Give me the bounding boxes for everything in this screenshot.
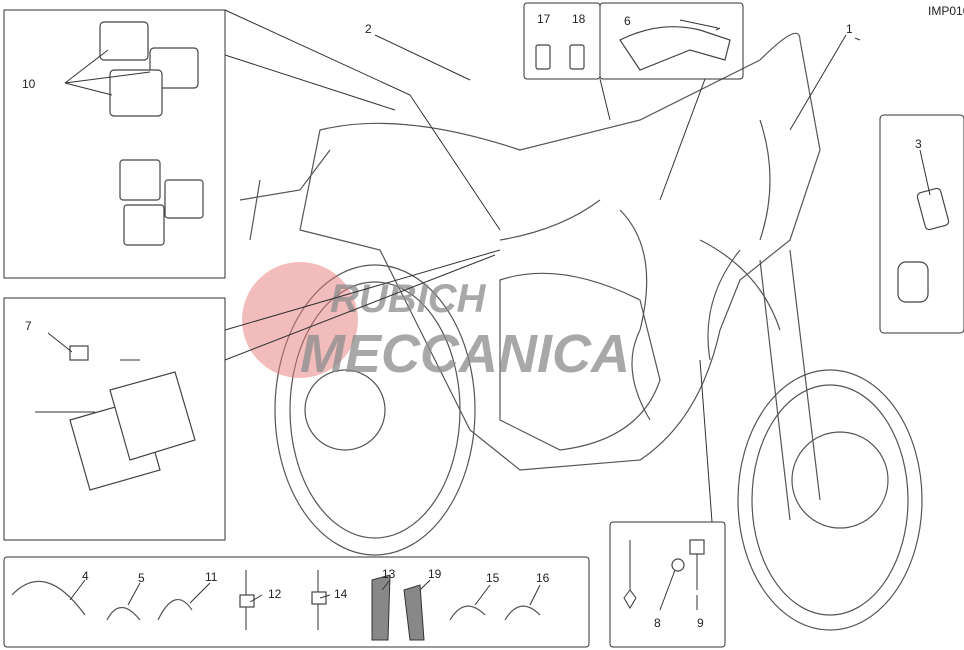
callout-15: 15 xyxy=(486,571,500,585)
sensor-box xyxy=(879,114,964,334)
callout-8: 8 xyxy=(654,616,661,630)
callout-12: 12 xyxy=(268,587,282,601)
callout-14: 14 xyxy=(334,587,348,601)
motorcycle-drawing xyxy=(239,32,923,631)
fuse-box xyxy=(3,249,501,541)
callout-2: 2 xyxy=(365,22,372,36)
diagram-code: IMP01635 xyxy=(928,4,964,18)
clips-box xyxy=(3,556,590,648)
ground-box xyxy=(609,359,726,648)
rear-brake-disc xyxy=(304,369,386,451)
callout-5: 5 xyxy=(138,571,145,585)
callout-9: 9 xyxy=(697,616,704,630)
callout-18: 18 xyxy=(572,12,586,26)
callout-7: 7 xyxy=(25,319,32,333)
watermark-line1: RUBICH xyxy=(330,277,487,321)
callout-1: 1 xyxy=(846,22,853,36)
callout-6: 6 xyxy=(624,14,631,28)
relay-box xyxy=(3,9,501,279)
rear-wheel xyxy=(274,264,476,556)
callout-3: 3 xyxy=(915,137,922,151)
callout-17: 17 xyxy=(537,12,551,26)
callout-16: 16 xyxy=(536,571,550,585)
front-brake-disc xyxy=(791,431,889,529)
callout-11: 11 xyxy=(205,570,218,584)
front-wheel xyxy=(737,369,923,631)
callout-10: 10 xyxy=(22,77,36,91)
callout-4: 4 xyxy=(82,569,89,583)
callout-13: 13 xyxy=(382,567,396,581)
bracket-box xyxy=(599,2,744,201)
watermark-line2: MECCANICA xyxy=(300,324,630,384)
callout-19: 19 xyxy=(428,567,442,581)
watermark xyxy=(242,262,358,378)
